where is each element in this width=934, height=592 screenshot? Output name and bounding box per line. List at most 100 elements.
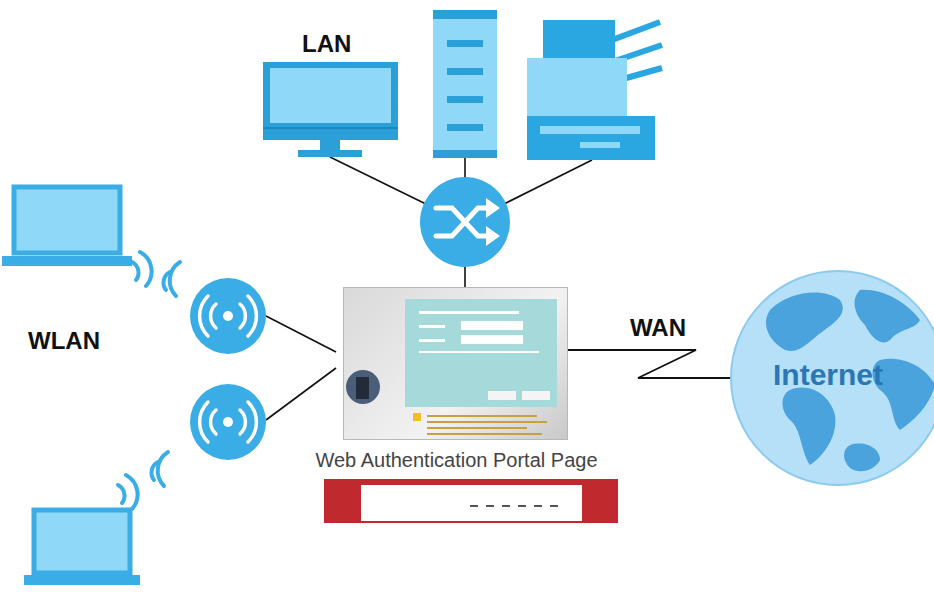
server-icon bbox=[433, 10, 497, 19]
access-point-icon bbox=[211, 304, 216, 328]
server-icon bbox=[433, 10, 497, 158]
wireless-waves bbox=[158, 452, 168, 486]
firewall-device bbox=[582, 480, 617, 522]
printer-icon bbox=[527, 20, 662, 160]
screenshot-detail bbox=[405, 299, 557, 407]
globe-continent bbox=[783, 388, 836, 465]
printer-icon bbox=[527, 58, 627, 116]
laptop-icon bbox=[2, 256, 132, 266]
access-point-icon bbox=[200, 402, 208, 442]
network-wire bbox=[266, 368, 336, 420]
network-wire bbox=[266, 316, 336, 352]
network-wire bbox=[498, 160, 592, 207]
server-icon bbox=[447, 96, 483, 103]
access-point-icon bbox=[223, 417, 233, 427]
screenshot-detail bbox=[419, 311, 519, 314]
portal-page: Web Authentication Portal Page bbox=[343, 287, 568, 440]
printer-icon bbox=[543, 20, 615, 58]
server-icon bbox=[447, 68, 483, 75]
monitor-icon bbox=[320, 140, 340, 150]
firewall-device bbox=[361, 480, 582, 485]
screenshot-detail bbox=[346, 370, 380, 404]
monitor-icon bbox=[263, 62, 398, 157]
firewall-device bbox=[325, 480, 361, 522]
monitor-icon bbox=[263, 127, 398, 129]
access-point-icon bbox=[211, 410, 216, 434]
access-point-icon bbox=[223, 311, 233, 321]
portal-caption: Web Authentication Portal Page bbox=[284, 449, 629, 472]
laptop-icon bbox=[14, 187, 120, 253]
switch-icon bbox=[436, 208, 490, 236]
firewall-device bbox=[502, 505, 510, 507]
network-wire bbox=[464, 158, 466, 177]
screenshot-detail bbox=[427, 433, 542, 435]
screenshot-detail bbox=[427, 427, 527, 429]
screenshot-detail bbox=[427, 421, 547, 423]
globe-continent bbox=[855, 290, 920, 343]
firewall-device bbox=[325, 480, 617, 522]
switch-icon bbox=[420, 177, 510, 267]
access-point-icon bbox=[200, 296, 257, 336]
network-wire bbox=[330, 157, 432, 207]
laptop-icon bbox=[24, 510, 140, 585]
globe-continent bbox=[844, 443, 880, 471]
globe-outline bbox=[731, 271, 934, 485]
node-label: Internet bbox=[730, 358, 926, 392]
firewall-device bbox=[486, 505, 494, 507]
screenshot-detail bbox=[461, 321, 523, 330]
firewall-device bbox=[470, 505, 558, 507]
server-icon bbox=[447, 40, 483, 47]
laptop-icon bbox=[34, 510, 130, 573]
switch-icon bbox=[436, 208, 490, 236]
firewall-device bbox=[550, 505, 558, 507]
printer-icon bbox=[612, 22, 660, 40]
network-zone-label: LAN bbox=[302, 30, 351, 58]
access-point-icon bbox=[200, 402, 257, 442]
access-point-icon bbox=[200, 296, 208, 336]
portal-screenshot bbox=[343, 287, 568, 440]
globe-continent bbox=[766, 293, 843, 351]
access-point-icon bbox=[190, 384, 266, 460]
wireless-waves bbox=[132, 262, 139, 280]
screenshot-detail bbox=[488, 391, 516, 400]
wireless-waves bbox=[126, 475, 138, 509]
screenshot-detail bbox=[522, 391, 550, 400]
access-point-icon bbox=[190, 278, 266, 354]
switch-icon bbox=[436, 208, 490, 236]
access-point-icon bbox=[190, 278, 266, 354]
wireless-waves bbox=[170, 262, 180, 296]
wan-link bbox=[568, 350, 730, 378]
printer-icon bbox=[580, 142, 620, 148]
firewall-device bbox=[534, 505, 542, 507]
switch-icon bbox=[486, 198, 500, 246]
switch-icon bbox=[420, 177, 510, 267]
access-point-icon bbox=[248, 402, 256, 442]
switch-icon bbox=[486, 226, 500, 246]
network-zone-label: WLAN bbox=[28, 327, 100, 355]
laptop-icon bbox=[2, 187, 132, 266]
server-icon bbox=[433, 150, 497, 158]
wireless-waves bbox=[118, 252, 180, 509]
wireless-waves bbox=[118, 485, 125, 503]
access-point-icon bbox=[240, 304, 245, 328]
screenshot-detail bbox=[419, 325, 445, 328]
screenshot-detail bbox=[461, 335, 523, 344]
screenshot-detail bbox=[413, 413, 421, 421]
screenshot-detail bbox=[419, 351, 539, 353]
server-icon bbox=[433, 10, 497, 158]
printer-icon bbox=[527, 116, 655, 160]
access-point-icon bbox=[240, 410, 245, 434]
switch-icon bbox=[486, 198, 500, 218]
wireless-waves bbox=[140, 252, 152, 286]
network-wire bbox=[464, 267, 466, 287]
access-point-icon bbox=[248, 296, 256, 336]
screenshot-detail bbox=[419, 339, 445, 342]
screenshot-detail bbox=[356, 377, 369, 399]
monitor-icon bbox=[263, 62, 398, 140]
monitor-icon bbox=[298, 150, 362, 157]
access-point-icon bbox=[190, 384, 266, 460]
internet-globe: Internet bbox=[730, 270, 934, 486]
firewall-device bbox=[518, 505, 526, 507]
